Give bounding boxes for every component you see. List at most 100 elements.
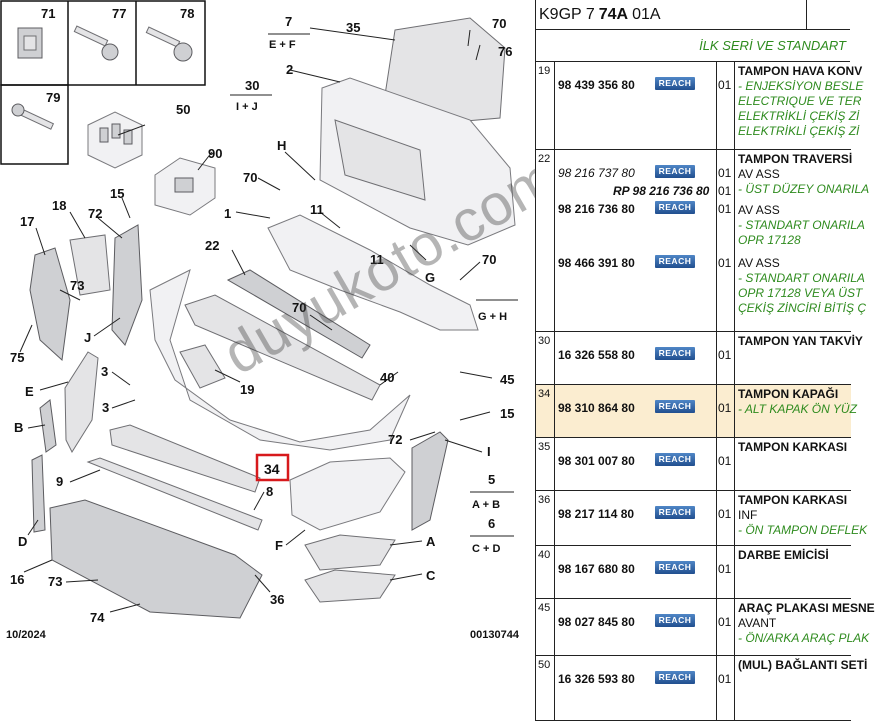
deflector-36-drawing	[49, 499, 263, 619]
reach-badge: REACH	[655, 453, 695, 466]
part-number[interactable]: 98 216 736 80	[558, 202, 635, 216]
callout-labels: 71 77 78 79 50 90 7 E + F 35 70 76 30 I …	[10, 6, 514, 625]
callout-90: 90	[208, 146, 222, 161]
part-title: (MUL) BAĞLANTI SETİ	[738, 658, 868, 672]
callout-73-upper: 73	[70, 278, 84, 293]
callout-50: 50	[176, 102, 190, 117]
quantity: 01	[718, 256, 732, 270]
reach-badge: REACH	[655, 201, 695, 214]
quantity: 01	[718, 454, 732, 468]
callout-I-J: I + J	[236, 101, 258, 113]
part-number[interactable]: 98 027 845 80	[558, 615, 635, 629]
box-90-drawing	[154, 157, 216, 216]
description-line: ELEKTRİKLİ ÇEKİŞ Zİ	[738, 124, 860, 138]
description-line: AVANT	[738, 616, 777, 630]
quantity-cell: 01	[717, 656, 735, 720]
quantity-cell: 01	[717, 438, 735, 490]
callout-G: G	[425, 270, 435, 285]
part-number[interactable]: 16 326 593 80	[558, 672, 635, 686]
callout-17: 17	[20, 214, 34, 229]
bumper-skin-drawing	[149, 269, 411, 451]
fog-cover-A-drawing	[304, 534, 396, 571]
part-number[interactable]: 98 439 356 80	[558, 78, 635, 92]
description-line: - ENJEKSİYON BESLE	[738, 79, 864, 93]
description-line: OPR 17128	[738, 233, 801, 247]
callout-C: C	[426, 568, 436, 583]
part-number[interactable]: 98 216 737 80	[558, 166, 635, 180]
diagram-reference: 00130744	[470, 629, 519, 641]
reach-badge: REACH	[655, 506, 695, 519]
part-number[interactable]: 98 167 680 80	[558, 562, 635, 576]
callout-A: A	[426, 534, 436, 549]
quantity: 01	[718, 672, 732, 686]
reach-badge: REACH	[655, 347, 695, 360]
row-index: 34	[536, 385, 555, 437]
part-number[interactable]: 98 466 391 80	[558, 256, 635, 270]
description-line: OPR 17128 VEYA ÜST	[738, 286, 863, 300]
callout-9: 9	[56, 474, 63, 489]
part-title: TAMPON KAPAĞI	[738, 387, 839, 401]
callout-75: 75	[10, 350, 24, 365]
description-cell: DARBE EMİCİSİ	[735, 546, 851, 598]
callout-70-top: 70	[492, 16, 506, 31]
callout-2: 2	[286, 62, 293, 77]
clip-71-drawing	[17, 27, 43, 59]
part-number[interactable]: RP 98 216 736 80	[613, 184, 710, 198]
side-guide-I-drawing	[411, 431, 449, 531]
part-number[interactable]: 98 217 114 80	[558, 507, 635, 521]
row-index: 40	[536, 546, 555, 598]
callout-16: 16	[10, 572, 24, 587]
callout-79: 79	[46, 90, 60, 105]
callout-45: 45	[500, 372, 514, 387]
exploded-parts-diagram: 71 77 78 79 50 90 7 E + F 35 70 76 30 I …	[0, 0, 569, 641]
description-line: - ÖN TAMPON DEFLEK	[738, 523, 868, 537]
callout-8: 8	[266, 484, 273, 499]
callout-11-left: 11	[310, 202, 324, 217]
part-title: ARAÇ PLAKASI MESNE	[738, 601, 875, 615]
callout-6: 6	[488, 516, 495, 531]
reach-badge: REACH	[655, 255, 695, 268]
clip-B-drawing	[39, 399, 57, 453]
callout-70-right: 70	[482, 252, 496, 267]
callout-1: 1	[224, 206, 231, 221]
callout-73-lower: 73	[48, 574, 62, 589]
quantity-cell: 01	[717, 332, 735, 384]
quantity: 01	[718, 615, 732, 629]
callout-J: J	[84, 330, 91, 345]
quantity: 01	[718, 562, 732, 576]
part-number[interactable]: 98 310 864 80	[558, 401, 635, 415]
description-line: - STANDART ONARILA	[738, 271, 865, 285]
callout-72-left: 72	[88, 206, 102, 221]
diagram-date: 10/2024	[6, 629, 46, 641]
callout-B: B	[14, 420, 23, 435]
description-line: AV ASS	[738, 167, 780, 181]
part-number[interactable]: 16 326 558 80	[558, 348, 635, 362]
description-cell: TAMPON YAN TAKVİY	[735, 332, 863, 384]
description-line: - ÜST DÜZEY ONARILA	[738, 182, 870, 196]
fog-lamp-bezel-F-drawing	[289, 457, 406, 531]
callout-22: 22	[205, 238, 219, 253]
row-index: 22	[536, 150, 555, 331]
leader-lines	[19, 27, 493, 613]
description-line: ELECTRIQUE VE TER	[738, 94, 862, 108]
callout-71: 71	[41, 6, 55, 21]
description-line: AV ASS	[738, 256, 780, 270]
callout-72-right: 72	[388, 432, 402, 447]
callout-E-F: E + F	[269, 39, 296, 51]
part-number[interactable]: 98 301 007 80	[558, 454, 635, 468]
part-number-cell: 98 301 007 80 REACH	[555, 438, 717, 490]
